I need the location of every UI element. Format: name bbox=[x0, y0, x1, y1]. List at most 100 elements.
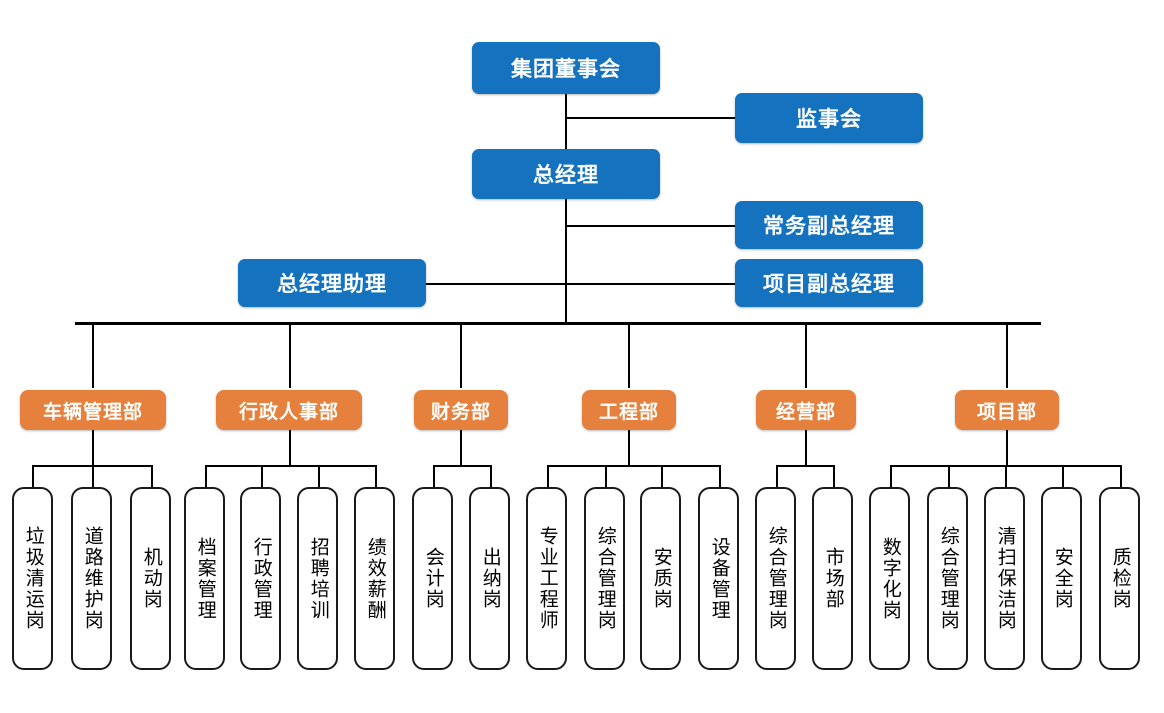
node-post-label: 设备管理 bbox=[708, 536, 730, 621]
node-department-project[interactable]: 项目部 bbox=[955, 390, 1059, 430]
connector-dept5-stem bbox=[805, 428, 807, 466]
node-post-label: 垃圾清运岗 bbox=[22, 526, 44, 631]
connector-departments-bus bbox=[75, 322, 1041, 325]
node-gm-assistant-label: 总经理助理 bbox=[277, 273, 387, 296]
node-supervisory-board[interactable]: 监事会 bbox=[735, 93, 923, 143]
node-group-board[interactable]: 集团董事会 bbox=[472, 42, 660, 94]
node-post-label: 档案管理 bbox=[194, 536, 216, 621]
connector-assistant-to-project-vice-gm bbox=[424, 283, 735, 285]
node-department-admin-hr[interactable]: 行政人事部 bbox=[216, 390, 362, 430]
node-department-label: 工程部 bbox=[598, 401, 659, 423]
node-post[interactable]: 出纳岗 bbox=[469, 487, 510, 670]
connector-dept1-post2 bbox=[92, 465, 94, 488]
connector-dept2-post3 bbox=[318, 465, 320, 488]
connector-dept2-stem bbox=[289, 428, 291, 466]
node-post-label: 专业工程师 bbox=[536, 526, 558, 631]
connector-dept3-bus bbox=[433, 465, 491, 467]
node-post-label: 道路维护岗 bbox=[81, 526, 103, 631]
node-project-vice-gm[interactable]: 项目副总经理 bbox=[735, 259, 923, 307]
connector-dept6-post3 bbox=[1005, 465, 1007, 488]
connector-drop-dept-2 bbox=[289, 322, 291, 388]
node-post[interactable]: 综合管理岗 bbox=[584, 487, 625, 670]
connector-dept1-stem bbox=[92, 428, 94, 466]
node-gm-assistant[interactable]: 总经理助理 bbox=[238, 259, 426, 307]
connector-dept5-bus bbox=[776, 465, 834, 467]
connector-board-spine bbox=[565, 93, 567, 153]
node-project-vice-gm-label: 项目副总经理 bbox=[763, 273, 895, 296]
node-post-label: 招聘培训 bbox=[307, 536, 329, 621]
connector-dept1-post1 bbox=[32, 465, 34, 488]
node-department-label: 车辆管理部 bbox=[42, 401, 143, 423]
node-executive-vice-gm[interactable]: 常务副总经理 bbox=[735, 201, 923, 249]
node-post[interactable]: 专业工程师 bbox=[526, 487, 567, 670]
node-post[interactable]: 清扫保洁岗 bbox=[984, 487, 1025, 670]
connector-dept4-post1 bbox=[547, 465, 549, 488]
node-post-label: 安全岗 bbox=[1051, 547, 1073, 610]
connector-drop-dept-5 bbox=[805, 322, 807, 388]
connector-dept6-post5 bbox=[1120, 465, 1122, 488]
node-department-finance[interactable]: 财务部 bbox=[414, 390, 508, 430]
node-department-label: 财务部 bbox=[430, 401, 491, 423]
node-post-label: 质检岗 bbox=[1109, 547, 1131, 610]
connector-dept2-post2 bbox=[261, 465, 263, 488]
connector-drop-dept-3 bbox=[460, 322, 462, 388]
connector-dept3-post1 bbox=[433, 465, 435, 488]
node-post[interactable]: 安质岗 bbox=[640, 487, 681, 670]
node-post-label: 机动岗 bbox=[140, 547, 162, 610]
node-department-label: 经营部 bbox=[775, 401, 836, 423]
node-post-label: 综合管理岗 bbox=[765, 526, 787, 631]
connector-dept5-post1 bbox=[776, 465, 778, 488]
node-department-engineering[interactable]: 工程部 bbox=[582, 390, 676, 430]
node-post[interactable]: 招聘培训 bbox=[297, 487, 338, 670]
node-post-label: 安质岗 bbox=[650, 547, 672, 610]
node-post[interactable]: 道路维护岗 bbox=[71, 487, 112, 670]
node-post-label: 综合管理岗 bbox=[937, 526, 959, 631]
node-post[interactable]: 综合管理岗 bbox=[927, 487, 968, 670]
node-post[interactable]: 综合管理岗 bbox=[755, 487, 796, 670]
node-post[interactable]: 数字化岗 bbox=[869, 487, 910, 670]
node-department-vehicle-management[interactable]: 车辆管理部 bbox=[20, 390, 166, 430]
node-post-label: 行政管理 bbox=[250, 536, 272, 621]
connector-dept6-stem bbox=[1006, 428, 1008, 466]
connector-dept2-post1 bbox=[205, 465, 207, 488]
node-post[interactable]: 会计岗 bbox=[412, 487, 453, 670]
connector-dept1-post3 bbox=[151, 465, 153, 488]
node-post[interactable]: 安全岗 bbox=[1041, 487, 1082, 670]
node-department-operations[interactable]: 经营部 bbox=[756, 390, 856, 430]
node-post[interactable]: 质检岗 bbox=[1099, 487, 1140, 670]
node-post[interactable]: 垃圾清运岗 bbox=[12, 487, 53, 670]
node-post-label: 数字化岗 bbox=[879, 536, 901, 621]
node-post[interactable]: 绩效薪酬 bbox=[354, 487, 395, 670]
connector-drop-dept-1 bbox=[92, 322, 94, 388]
connector-dept4-post2 bbox=[605, 465, 607, 488]
connector-dept6-post1 bbox=[890, 465, 892, 488]
connector-dept3-stem bbox=[460, 428, 462, 466]
node-general-manager-label: 总经理 bbox=[533, 164, 599, 187]
node-department-label: 行政人事部 bbox=[238, 401, 339, 423]
node-post[interactable]: 档案管理 bbox=[184, 487, 225, 670]
connector-spine-executive-vice-gm bbox=[565, 225, 735, 227]
node-post[interactable]: 市场部 bbox=[812, 487, 853, 670]
connector-gm-spine bbox=[565, 198, 567, 324]
node-post[interactable]: 机动岗 bbox=[130, 487, 171, 670]
node-post-label: 综合管理岗 bbox=[594, 526, 616, 631]
connector-dept4-stem bbox=[628, 428, 630, 466]
node-general-manager[interactable]: 总经理 bbox=[472, 149, 660, 199]
node-department-label: 项目部 bbox=[976, 401, 1037, 423]
connector-dept4-post3 bbox=[661, 465, 663, 488]
node-post-label: 会计岗 bbox=[422, 547, 444, 610]
connector-dept5-post2 bbox=[833, 465, 835, 488]
connector-dept2-post4 bbox=[375, 465, 377, 488]
node-post[interactable]: 行政管理 bbox=[240, 487, 281, 670]
connector-drop-dept-6 bbox=[1006, 322, 1008, 388]
node-executive-vice-gm-label: 常务副总经理 bbox=[763, 215, 895, 238]
node-post-label: 市场部 bbox=[822, 547, 844, 610]
node-post[interactable]: 设备管理 bbox=[698, 487, 739, 670]
connector-drop-dept-4 bbox=[628, 322, 630, 388]
connector-dept3-post2 bbox=[490, 465, 492, 488]
node-post-label: 清扫保洁岗 bbox=[994, 526, 1016, 631]
node-supervisory-board-label: 监事会 bbox=[796, 108, 862, 131]
node-post-label: 绩效薪酬 bbox=[364, 536, 386, 621]
connector-dept6-post4 bbox=[1062, 465, 1064, 488]
